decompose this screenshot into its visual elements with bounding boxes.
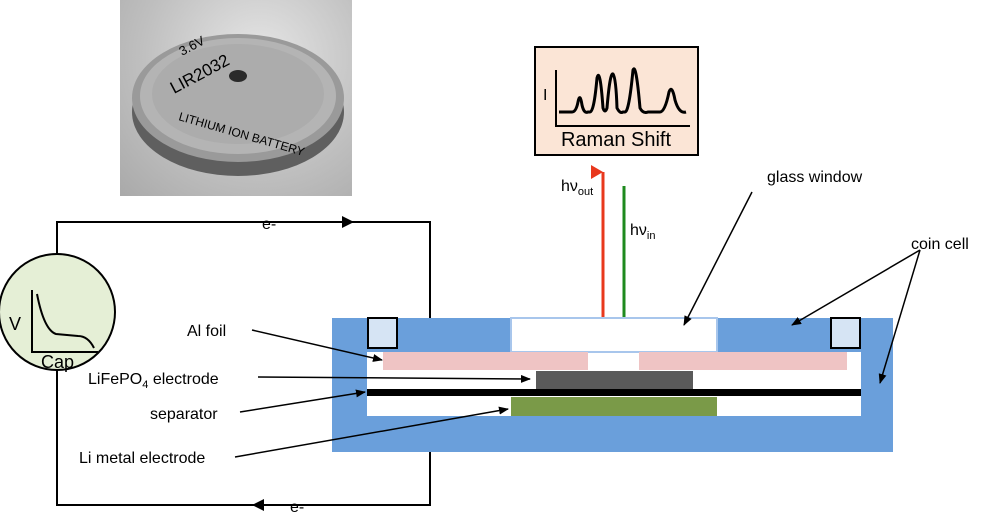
electron-arrow-bottom [252,499,264,511]
label-lifepo4-electrode: LiFePO4 electrode [88,371,219,391]
electron-arrow-top [342,216,354,228]
external-circuit: e- e- V Cap [0,216,431,514]
spacer-left [367,317,398,349]
coin-cell-photo: 3.6V LIR2032 LITHIUM ION BATTERY [120,0,352,196]
label-al-foil: Al foil [187,323,226,340]
circuit-wire-top [56,221,431,318]
leader-coin-cell-top [791,249,921,326]
circuit-wire-bottom [56,354,431,506]
gauge-axes [31,290,98,353]
label-coin-cell: coin cell [911,236,969,253]
coin-cell-cross-section [332,317,893,452]
glass-window [510,317,718,353]
leader-coin-cell-side [878,249,921,384]
spectrum-axes [555,70,690,127]
voltage-capacity-gauge [0,253,116,371]
label-glass-window: glass window [767,169,863,186]
raman-spectrum-box: I Raman Shift [534,46,699,156]
leader-al-foil [251,329,383,362]
leader-lifepo4 [257,374,531,383]
coin-cell-photo-art: 3.6V LIR2032 LITHIUM ION BATTERY [132,33,344,176]
al-foil-right [639,352,847,370]
spectrum-curve [559,67,687,114]
separator-layer [367,389,861,396]
gauge-cap-label: Cap [41,352,74,372]
spacer-right [830,317,861,349]
outgoing-light-label: hνout [561,178,593,198]
electron-label-bottom: e- [290,499,304,514]
li-metal-electrode [511,397,717,416]
lifepo4-electrode [536,371,693,389]
label-li-metal-electrode: Li metal electrode [79,450,205,467]
gauge-v-label: V [9,314,21,334]
leader-glass-window [683,191,753,326]
label-separator: separator [150,406,218,423]
leader-li-metal [234,406,509,458]
incoming-light-label: hνin [630,222,655,242]
leader-separator [239,389,366,413]
gauge-discharge-curve [36,293,95,349]
al-foil-left [383,352,588,370]
electron-label-top: e- [262,216,276,233]
spectrum-intensity-label: I [543,87,547,104]
spectrum-title: Raman Shift [561,129,671,151]
